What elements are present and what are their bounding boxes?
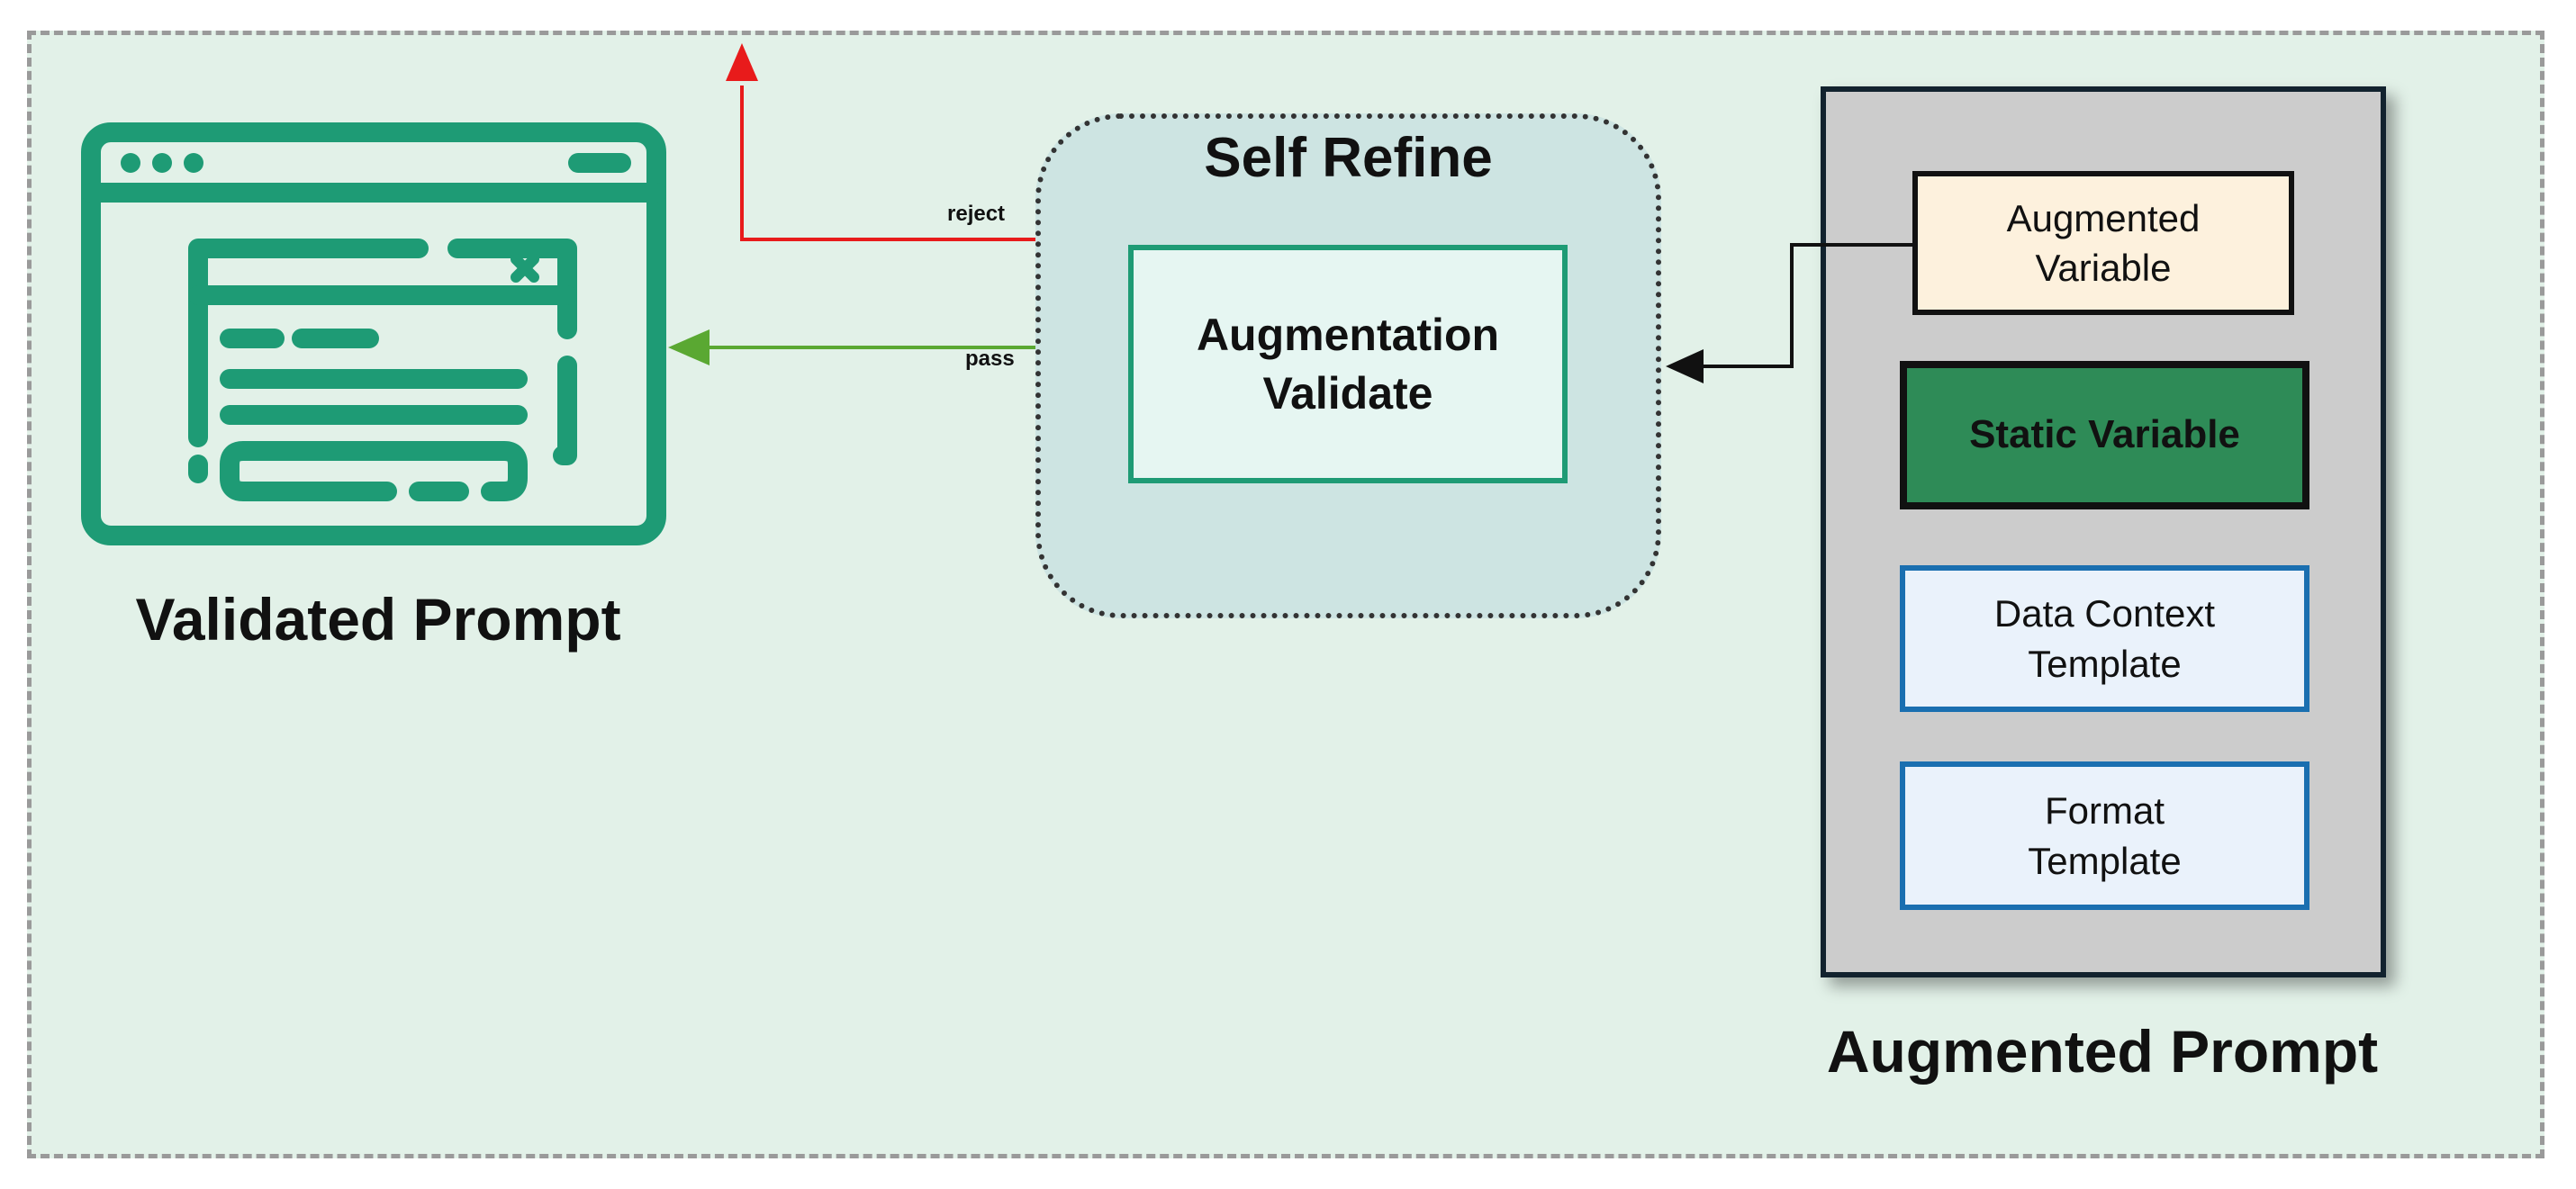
- format-template-box: Format Template: [1900, 761, 2309, 910]
- augmented-prompt-label: Augmented Prompt: [1826, 1018, 2379, 1085]
- augmentation-validate-box: Augmentation Validate: [1128, 245, 1568, 483]
- augmented-variable-line2: Variable: [2035, 247, 2172, 289]
- data-context-template-line1: Data Context: [1993, 592, 2216, 635]
- static-variable-box: Static Variable: [1900, 361, 2309, 509]
- pass-arrowhead: [668, 329, 710, 365]
- augmented-variable-connector: [1702, 243, 1912, 368]
- augmentation-validate-line1: Augmentation: [1196, 309, 1500, 360]
- augmented-variable-line1: Augmented: [2006, 196, 2201, 239]
- pass-label: pass: [965, 347, 1015, 371]
- self-refine-title: Self Refine: [1204, 127, 1493, 189]
- augmented-variable-arrowhead: [1666, 349, 1704, 383]
- augmentation-validate-line2: Validate: [1262, 367, 1433, 419]
- browser-window-icon: [81, 122, 666, 545]
- reject-arrow: [740, 86, 1035, 241]
- format-template-line2: Template: [2028, 839, 2182, 882]
- reject-arrowhead: [726, 43, 758, 81]
- validated-prompt-label: Validated Prompt: [135, 586, 621, 653]
- data-context-template-box: Data Context Template: [1900, 565, 2309, 712]
- format-template-line1: Format: [2044, 789, 2165, 833]
- augmented-variable-box: Augmented Variable: [1912, 171, 2294, 315]
- reject-label: reject: [947, 202, 1006, 226]
- data-context-template-line2: Template: [2028, 642, 2182, 685]
- static-variable-label: Static Variable: [1969, 412, 2240, 457]
